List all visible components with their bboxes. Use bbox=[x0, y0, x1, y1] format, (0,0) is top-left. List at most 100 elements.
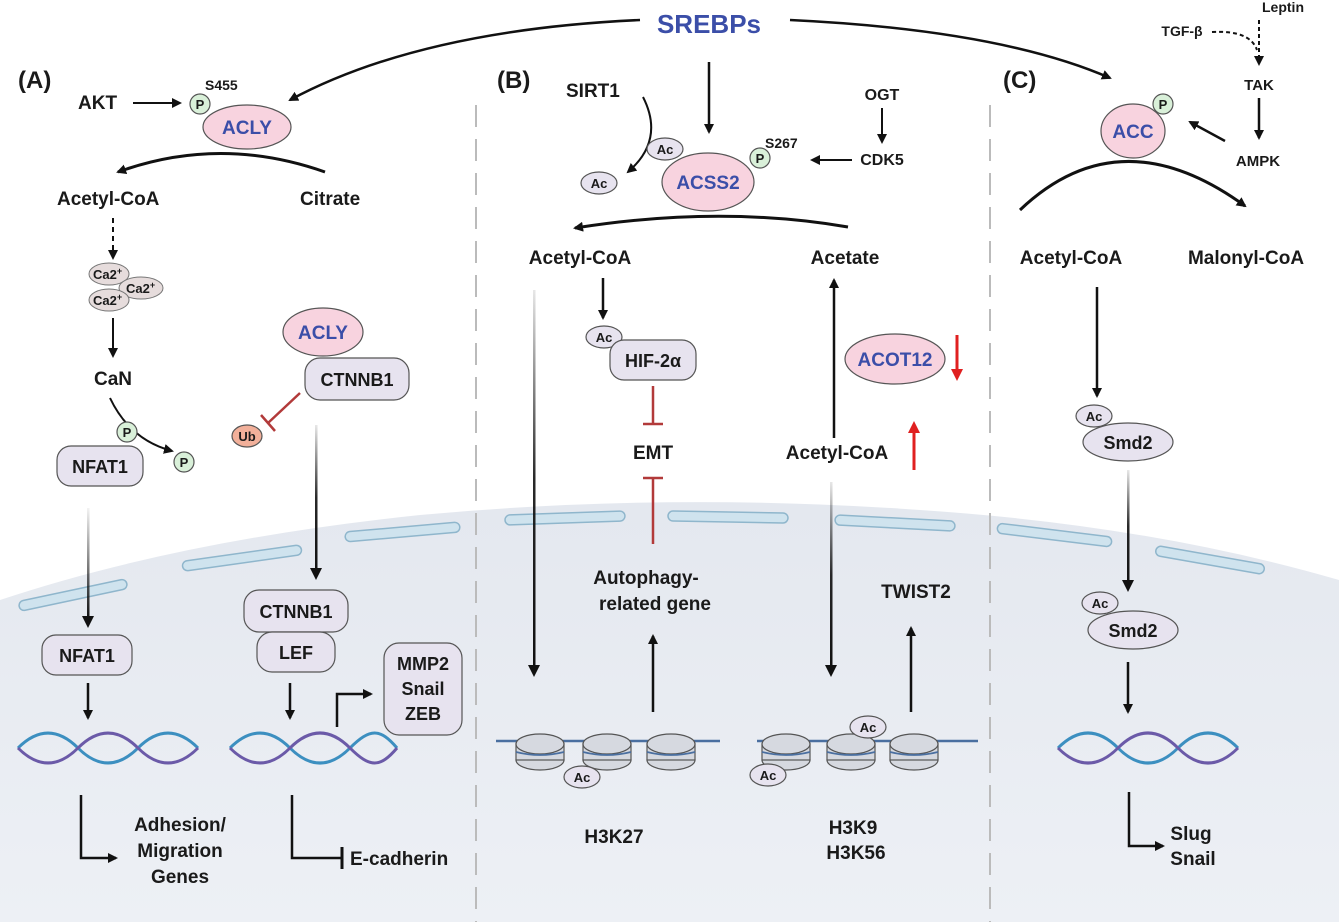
smd2-nucleus-protein bbox=[1087, 610, 1179, 650]
arrow-smd2-into-nucleus bbox=[1127, 470, 1130, 582]
leptin-label: Leptin bbox=[1262, 0, 1304, 15]
acly-enzyme-2 bbox=[282, 307, 364, 357]
ac-free-label: Ac bbox=[591, 176, 608, 191]
arrowhead-h3k27 bbox=[528, 665, 540, 677]
arrow-nfat-into-nucleus bbox=[87, 508, 90, 618]
svg-text:Ca2+: Ca2+ bbox=[93, 266, 122, 282]
target-mmp2: MMP2 bbox=[397, 654, 449, 674]
acetyl-coa-c: Acetyl-CoA bbox=[1020, 248, 1123, 269]
h3k56-label: H3K56 bbox=[826, 843, 885, 864]
h3k27-label: H3K27 bbox=[584, 827, 643, 848]
ac-acss2-label: Ac bbox=[657, 142, 674, 157]
can-label: CaN bbox=[94, 369, 132, 390]
slug-label: Slug bbox=[1170, 824, 1211, 845]
acly-label-2: ACLY bbox=[298, 323, 348, 344]
ac-smd2-label: Ac bbox=[1086, 409, 1103, 424]
panel-a-label: (A) bbox=[18, 67, 51, 94]
ub-circle bbox=[231, 424, 263, 448]
dna-helix-a2 bbox=[228, 731, 399, 765]
ogt-label: OGT bbox=[865, 87, 900, 104]
autophagy-line2: related gene bbox=[599, 594, 711, 615]
h3k9-label: H3K9 bbox=[829, 818, 878, 839]
smd2-nucleus-label: Smd2 bbox=[1108, 621, 1157, 641]
ctnnb1-box bbox=[304, 357, 410, 401]
ctnnb1-nucleus-label: CTNNB1 bbox=[259, 602, 332, 622]
arc-citrate-to-acetylcoa bbox=[116, 152, 326, 174]
ac-smd2-nucleus-label: Ac bbox=[1092, 596, 1109, 611]
adhesion-line2: Migration bbox=[137, 841, 223, 862]
acly-label: ACLY bbox=[222, 118, 272, 139]
arrowhead-smd2 bbox=[1122, 580, 1134, 592]
ac-h3k27-label: Ac bbox=[574, 770, 591, 785]
arrow-acetylcoa-to-h3k27 bbox=[533, 290, 536, 668]
hif-label: HIF-2α bbox=[625, 351, 681, 371]
acetyl-coa-a: Acetyl-CoA bbox=[57, 189, 160, 210]
phospho-circle-acss2 bbox=[749, 147, 771, 169]
acot12-label: ACOT12 bbox=[858, 350, 933, 371]
phospho-label-free: P bbox=[180, 455, 189, 470]
phospho-circle-acc bbox=[1152, 93, 1174, 115]
nucleosomes-h3k27 bbox=[496, 733, 720, 789]
acss2-label: ACSS2 bbox=[676, 173, 739, 194]
nfat1-nucleus-box bbox=[41, 634, 133, 676]
promoter-arrow-targets bbox=[335, 689, 373, 727]
svg-text:Ca2+: Ca2+ bbox=[126, 280, 155, 296]
ac-h3k9-bottom-label: Ac bbox=[760, 768, 777, 783]
phospho-circle-acly bbox=[189, 93, 211, 115]
ampk-label: AMPK bbox=[1236, 153, 1280, 170]
smd2-protein bbox=[1082, 422, 1174, 462]
arrow-can-dephospho bbox=[109, 397, 174, 454]
citrate-label: Citrate bbox=[300, 189, 360, 210]
cdk5-label: CDK5 bbox=[860, 152, 904, 169]
nucleosomes-h3k9 bbox=[749, 715, 978, 787]
acss2-enzyme bbox=[661, 152, 755, 212]
arrow-srebps-to-acc bbox=[789, 18, 1112, 80]
panel-c-label: (C) bbox=[1003, 67, 1036, 94]
nfat1-label: NFAT1 bbox=[72, 457, 128, 477]
phospho-label: P bbox=[196, 97, 205, 112]
acetate-label: Acetate bbox=[811, 248, 880, 269]
ub-label: Ub bbox=[238, 429, 255, 444]
ac-smd2 bbox=[1075, 404, 1113, 428]
inhibit-ecadherin bbox=[290, 795, 342, 860]
arrow-ctnnb1-into-nucleus bbox=[315, 425, 318, 570]
acetyl-coa-b: Acetyl-CoA bbox=[529, 248, 632, 269]
acc-label: ACC bbox=[1112, 122, 1153, 143]
twist2-label: TWIST2 bbox=[881, 582, 951, 603]
arrow-acetylcoa-to-h3k9 bbox=[830, 482, 833, 668]
ac-free bbox=[580, 171, 618, 195]
srebps-title: SREBPs bbox=[657, 9, 761, 39]
panel-b-label: (B) bbox=[497, 67, 530, 94]
sirt1-label: SIRT1 bbox=[566, 81, 620, 102]
target-zeb: ZEB bbox=[405, 704, 441, 724]
snail-label: Snail bbox=[1170, 849, 1215, 870]
ac-h3k9-top-label: Ac bbox=[860, 720, 877, 735]
calcium-cluster: Ca2+ Ca2+ Ca2+ bbox=[88, 262, 164, 312]
acc-enzyme bbox=[1100, 103, 1166, 159]
akt-label: AKT bbox=[78, 93, 117, 114]
arrow-sirt1-deacetylate bbox=[626, 96, 653, 174]
ecadherin-label: E-cadherin bbox=[350, 849, 448, 870]
ac-hif-label: Ac bbox=[596, 330, 613, 345]
arrow-to-slug-snail bbox=[1127, 792, 1165, 851]
arrow-to-adhesion bbox=[79, 795, 118, 863]
phospho-circle-nfat bbox=[116, 421, 138, 443]
dashed-arrow-tgf bbox=[1211, 30, 1258, 51]
phospho-label-acss2: P bbox=[756, 151, 765, 166]
ac-acss2 bbox=[646, 137, 684, 161]
lef-box bbox=[256, 631, 336, 673]
arrow-srebps-to-acly bbox=[288, 18, 641, 102]
tak-label: TAK bbox=[1244, 77, 1274, 94]
inhibit-ub bbox=[267, 392, 301, 424]
phospho-label-nfat: P bbox=[123, 425, 132, 440]
dna-helix-a1 bbox=[16, 731, 200, 765]
acetyl-coa-b2: Acetyl-CoA bbox=[786, 443, 889, 464]
arc-acetylcoa-to-malonylcoa bbox=[1018, 160, 1247, 212]
nfat1-nucleus-label: NFAT1 bbox=[59, 646, 115, 666]
target-snail: Snail bbox=[401, 679, 444, 699]
arc-acetate-to-acetylcoa bbox=[573, 214, 849, 232]
nuclear-membrane bbox=[18, 510, 1265, 612]
svg-text:Ca2+: Ca2+ bbox=[93, 292, 122, 308]
adhesion-line1: Adhesion/ bbox=[134, 815, 227, 836]
lef-label: LEF bbox=[279, 643, 313, 663]
